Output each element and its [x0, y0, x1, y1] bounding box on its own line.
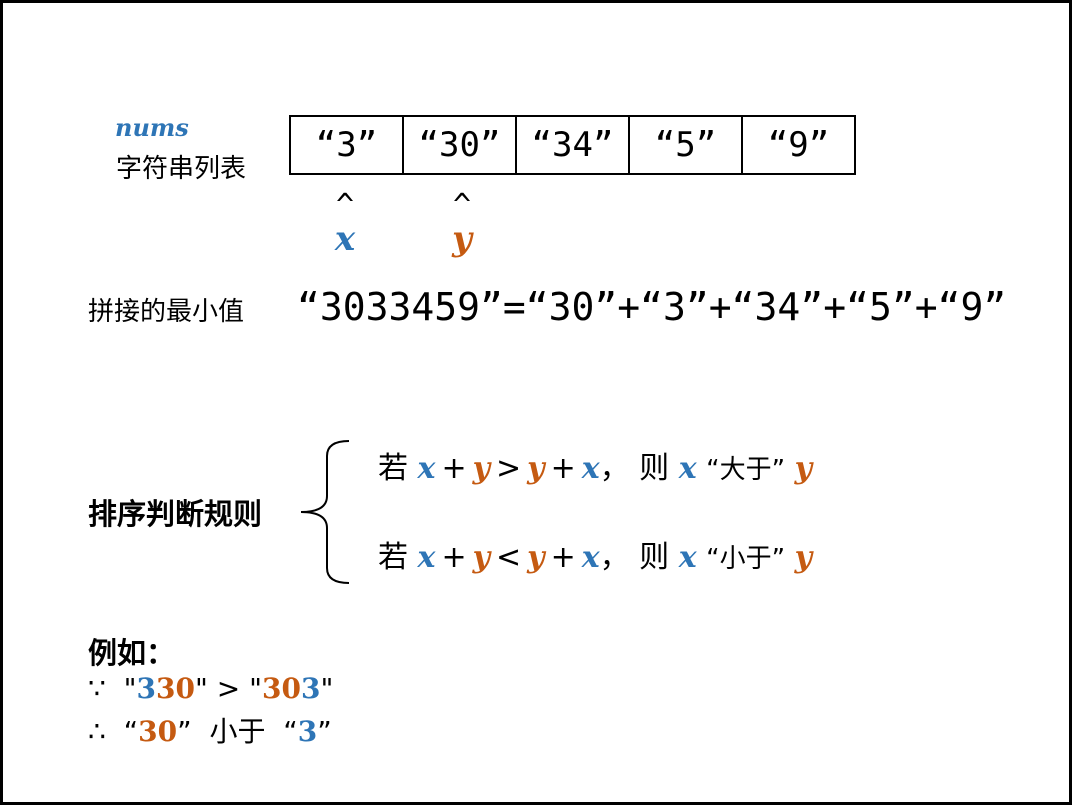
compare-operator: <	[496, 540, 522, 575]
separator: ，	[599, 540, 630, 575]
var-y: y	[527, 451, 545, 486]
compare-operator: >	[496, 451, 522, 486]
plus-operator: +	[550, 540, 576, 575]
var-y: y	[472, 540, 491, 575]
pointer-y-label: y	[452, 219, 472, 259]
pointer-y: ^ y	[432, 188, 492, 259]
quote-mark: "	[320, 672, 334, 705]
rule-line-less: 若 x+y<y+x， 则 x “小于” y	[378, 532, 812, 576]
var-x: x	[417, 451, 436, 486]
pointer-x-label: x	[334, 219, 356, 259]
pointer-x: ^ x	[315, 188, 375, 259]
quote-mark: "	[249, 672, 263, 705]
quote-mark: "	[123, 672, 137, 705]
nums-variable: nums	[115, 113, 189, 142]
example-blue-part: 3	[301, 672, 321, 705]
min-concat-expression: “3033459”=“30”+“3”+“34”+“5”+“9”	[297, 285, 1007, 329]
rule-prefix: 若	[378, 451, 408, 486]
separator: ，	[599, 451, 630, 486]
example-blue-part: 3	[297, 715, 318, 748]
var-x: x	[581, 540, 600, 575]
var-y: y	[794, 540, 813, 575]
quote-mark: ”	[317, 715, 332, 748]
plus-operator: +	[441, 540, 467, 575]
var-y: y	[527, 540, 545, 575]
example-therefore-line: ∴ “30” 小于 “3”	[88, 710, 332, 750]
curly-brace-icon	[300, 440, 350, 584]
var-x: x	[417, 540, 436, 575]
because-symbol: ∵	[88, 672, 106, 705]
var-x: x	[678, 451, 697, 486]
array-cell-4: “9”	[741, 115, 856, 175]
quote-mark: ”	[177, 715, 192, 748]
then-word: 则	[639, 451, 670, 486]
example-because-line: ∵ "330" > "303"	[88, 672, 333, 705]
rule-title: 排序判断规则	[88, 497, 263, 531]
plus-operator: +	[441, 451, 467, 486]
var-y: y	[472, 451, 491, 486]
conclusion-text: 小于	[209, 715, 266, 748]
var-x: x	[581, 451, 600, 486]
then-word: 则	[639, 540, 670, 575]
example-orange-part: 30	[262, 672, 302, 705]
example-title: 例如：	[88, 636, 176, 670]
example-blue-part: 3	[136, 672, 157, 705]
quote-mark: “	[123, 715, 139, 748]
caret-icon: ^	[335, 188, 355, 223]
compare-operator: >	[216, 672, 241, 705]
plus-operator: +	[550, 451, 576, 486]
rule-prefix: 若	[378, 540, 408, 575]
quote-mark: “	[283, 715, 298, 748]
caret-icon: ^	[452, 188, 472, 223]
example-orange-part: 30	[138, 715, 178, 748]
var-y: y	[794, 451, 813, 486]
array-cell-3: “5”	[628, 115, 743, 175]
rule-line-greater: 若 x+y>y+x， 则 x “大于” y	[378, 443, 812, 487]
array-cell-2: “34”	[515, 115, 630, 175]
quote-mark: "	[194, 672, 208, 705]
relation-text: “大于”	[706, 455, 786, 485]
example-orange-part: 30	[156, 672, 195, 705]
min-concat-label: 拼接的最小值	[88, 297, 245, 327]
therefore-symbol: ∴	[88, 715, 106, 748]
array-cell-1: “30”	[402, 115, 517, 175]
string-list-label: 字符串列表	[116, 154, 247, 184]
relation-text: “小于”	[706, 544, 786, 574]
array-cell-0: “3”	[289, 115, 404, 175]
string-array: “3” “30” “34” “5” “9”	[289, 115, 856, 175]
var-x: x	[678, 540, 697, 575]
